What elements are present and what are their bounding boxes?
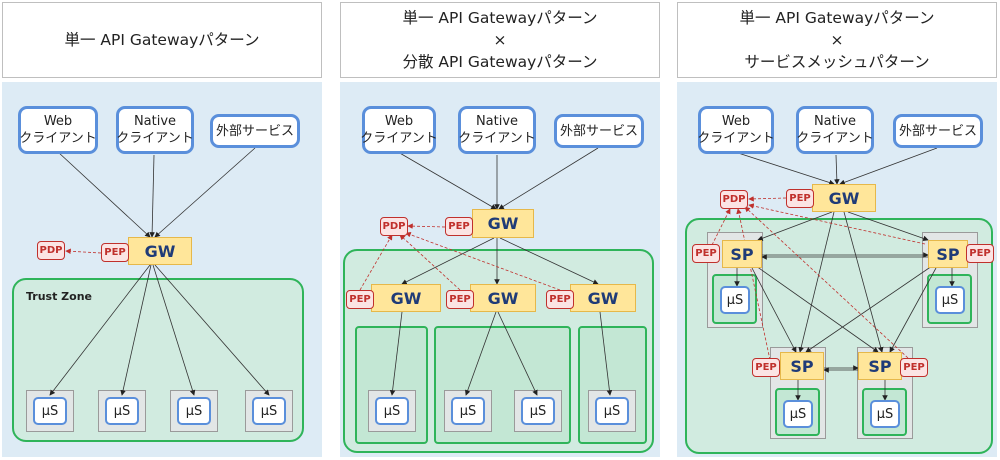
connector [847,211,929,242]
policy-connector [405,232,561,291]
microservice: μS [595,397,629,425]
panel2-title-line: × [493,31,507,49]
connector [49,264,151,396]
pep-badge: PEP [546,290,574,309]
pep-badge: PEP [346,290,374,309]
connector [57,151,151,238]
connector [149,154,155,238]
api-gateway: GW [128,237,192,265]
policy-connector [748,203,926,245]
pdp-badge: PDP [380,217,408,236]
connector [154,147,256,238]
connector [751,267,797,353]
policy-connector [748,196,787,202]
connector [389,311,403,396]
policy-connector [744,206,909,359]
panel2-title-line: 分散 API Gatewayパターン [402,53,598,71]
panel1-title: 単一 API Gatewayパターン [2,2,322,78]
panel1-title-line: 単一 API Gatewayパターン [64,31,260,49]
pdp-badge: PDP [37,241,65,260]
policy-connector [359,234,393,291]
panel3-title-line: 単一 API Gatewayパターン [739,9,935,27]
microservice: μS [870,400,900,428]
sidecar-proxy: SP [928,240,968,268]
api-gateway: GW [472,209,534,238]
connector [734,151,835,186]
connector [401,237,495,285]
microservice: μS [783,400,813,428]
distributed-gateway: GW [371,284,441,312]
microservice: μS [252,397,286,425]
pep-badge: PEP [445,217,473,236]
pep-badge: PEP [786,189,814,208]
connector [805,265,933,353]
panel3-title-line: × [830,31,844,49]
connector [755,265,879,353]
pep-badge: PEP [752,358,780,377]
policy-connector [407,223,446,229]
panel2-title-line: 単一 API Gatewayパターン [402,9,598,27]
connector [152,264,196,396]
connector [497,311,538,396]
microservice: μS [451,397,485,425]
external-service: 外部サービス [893,114,983,148]
pep-badge: PEP [446,290,474,309]
sidecar-proxy: SP [722,240,762,268]
microservice: μS [177,397,211,425]
connector [498,147,599,210]
api-gateway: GW [812,184,876,212]
pep-badge: PEP [692,244,720,263]
connector [843,211,884,353]
policy-connector [399,234,461,291]
microservice: μS [105,397,139,425]
panel2-title: 単一 API Gatewayパターン × 分散 API Gatewayパターン [340,2,660,78]
sidecar-proxy: SP [780,352,824,380]
connector [839,147,938,185]
connector [499,237,599,285]
microservice: μS [521,397,555,425]
external-service: 外部サービス [210,114,300,148]
policy-connector [711,208,731,246]
trust-zone-label: Trust Zone [26,290,93,303]
policy-connector [65,248,102,255]
pdp-badge: PDP [720,190,748,209]
pep-badge: PEP [101,243,129,262]
connector [798,211,835,353]
connector [757,211,833,241]
connector [599,311,613,396]
connector [889,267,937,353]
pep-badge: PEP [900,358,928,377]
microservice: μS [935,286,965,314]
connector [397,151,497,210]
microservice: μS [720,286,750,314]
external-service: 外部サービス [554,114,644,148]
sidecar-proxy: SP [858,352,902,380]
microservice: μS [375,397,409,425]
connector [120,264,152,396]
connector [464,311,497,396]
connector [154,264,270,396]
connector [834,154,840,185]
distributed-gateway: GW [470,284,536,312]
microservice: μS [33,397,67,425]
panel3-title-line: サービスメッシュパターン [744,53,930,71]
pep-badge: PEP [966,244,994,263]
policy-connector [736,208,771,361]
panel3-title: 単一 API Gatewayパターン × サービスメッシュパターン [677,2,997,78]
